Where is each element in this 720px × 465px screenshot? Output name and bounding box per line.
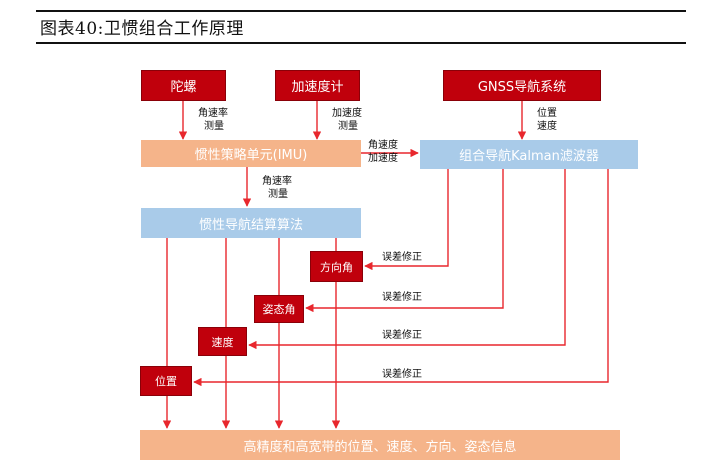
- error-correction-velocity-label: 误差修正: [382, 330, 422, 341]
- kalman-to-velocity-arrow: [248, 169, 566, 350]
- position-label: 位置: [155, 375, 177, 388]
- kalman-filter-label: 组合导航Kalman滤波器: [459, 149, 599, 164]
- kalman-to-position-arrow: [193, 169, 609, 387]
- kalman-filter-box: 组合导航Kalman滤波器: [420, 140, 638, 169]
- gyro-box: 陀螺: [141, 70, 226, 101]
- error-correction-heading-label: 误差修正: [382, 252, 422, 263]
- nav-algorithm-label: 惯性导航结算算法: [198, 217, 303, 233]
- kalman-to-attitude-arrow: [305, 169, 504, 313]
- velocity-box: 速度: [198, 327, 247, 356]
- nav-algorithm-box: 惯性导航结算算法: [141, 208, 361, 238]
- position-box: 位置: [140, 366, 192, 396]
- imu-label: 惯性策略单元(IMU): [194, 148, 308, 163]
- output-box: 高精度和高宽带的位置、速度、方向、姿态信息: [140, 430, 620, 460]
- gyro-measure-label: 角速率测量: [198, 108, 228, 132]
- imu-nav-label: 角速率测量: [262, 176, 292, 200]
- heading-label: 方向角: [320, 260, 353, 274]
- accelerometer-label: 加速度计: [291, 80, 344, 95]
- imu-box: 惯性策略单元(IMU): [141, 140, 361, 167]
- error-correction-position-label: 误差修正: [382, 369, 422, 380]
- kalman-to-heading-arrow: [364, 169, 449, 271]
- header-top-rule: [36, 10, 686, 12]
- gyro-label: 陀螺: [170, 80, 197, 95]
- imu-kalman-label: 角速度加速度: [368, 140, 398, 164]
- gnss-box: GNSS导航系统: [443, 70, 601, 101]
- velocity-label: 速度: [211, 335, 234, 349]
- header-bottom-rule: [36, 42, 686, 44]
- figure-title: 图表40:卫惯组合工作原理: [40, 19, 244, 39]
- heading-box: 方向角: [310, 251, 363, 282]
- gnss-label: GNSS导航系统: [477, 80, 567, 95]
- attitude-box: 姿态角: [254, 295, 304, 323]
- accelerometer-box: 加速度计: [275, 70, 360, 101]
- output-label: 高精度和高宽带的位置、速度、方向、姿态信息: [243, 439, 517, 455]
- error-correction-attitude-label: 误差修正: [382, 292, 422, 303]
- attitude-label: 姿态角: [262, 303, 296, 316]
- accel-measure-label: 加速度测量: [332, 108, 362, 132]
- gnss-measure-label: 位置速度: [537, 108, 557, 132]
